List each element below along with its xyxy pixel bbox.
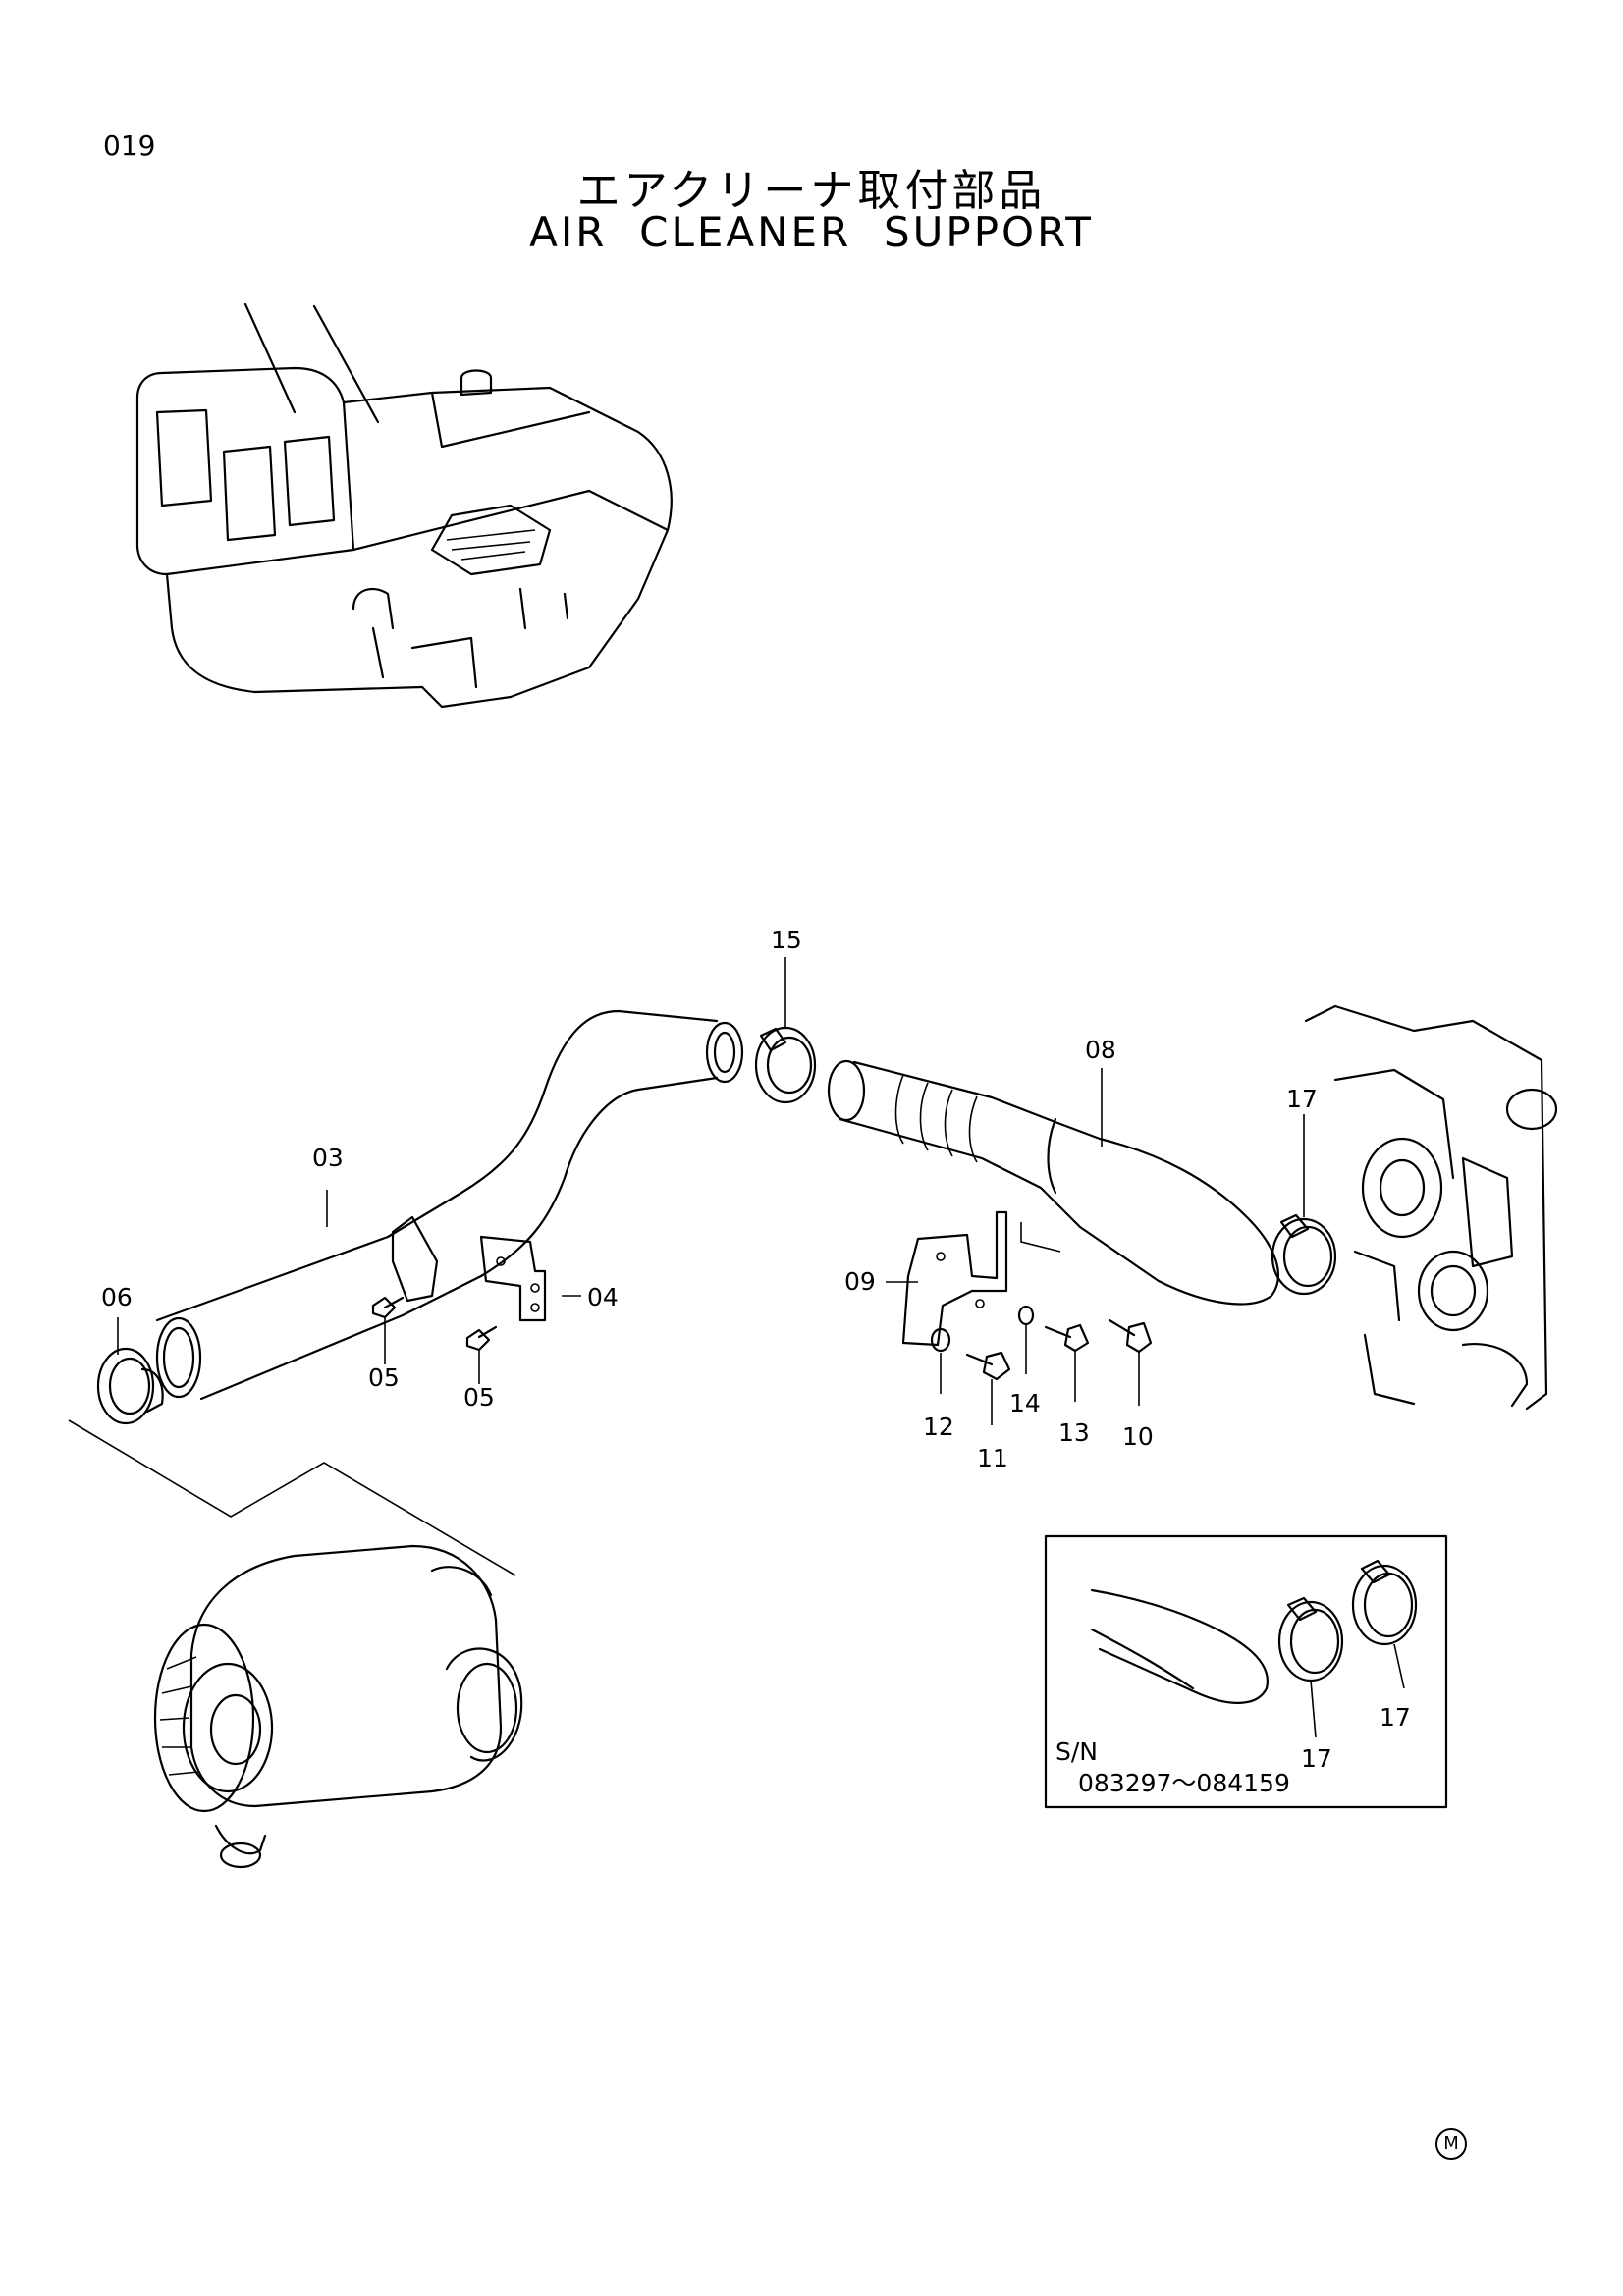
bolt-11: [965, 1351, 1011, 1381]
page-number: 019: [103, 130, 156, 162]
air-cleaner-illustration: [153, 1544, 523, 1869]
engine-illustration: [1304, 1004, 1558, 1411]
inset-hose-illustration: [1090, 1588, 1269, 1704]
callout-05a: 05: [368, 1363, 400, 1392]
bolt-13: [1044, 1323, 1090, 1353]
callout-15: 15: [771, 926, 802, 954]
corner-mark: M: [1435, 2128, 1467, 2160]
title-japanese: エアクリーナ取付部品: [576, 166, 1047, 216]
inset-callout-17a: 17: [1301, 1744, 1332, 1773]
callout-17: 17: [1286, 1085, 1318, 1113]
callout-10: 10: [1122, 1422, 1154, 1451]
hose-clamp-17: [1271, 1213, 1337, 1296]
callout-06: 06: [101, 1283, 133, 1311]
callout-leaders: [117, 957, 1405, 1738]
excavator-overview-illustration: [135, 302, 673, 709]
bolt-05b: [465, 1325, 498, 1352]
callout-03: 03: [312, 1144, 344, 1172]
inset-serial-range: 083297～084159: [1078, 1769, 1290, 1797]
air-cleaner-leader: [68, 1419, 516, 1576]
bolt-05a: [371, 1296, 405, 1319]
callout-14: 14: [1009, 1389, 1041, 1417]
callout-05b: 05: [463, 1383, 495, 1412]
washer-12: [930, 1327, 951, 1353]
hose-clamp-15: [754, 1026, 817, 1104]
bracket-04: [391, 1215, 547, 1322]
callout-13: 13: [1058, 1418, 1090, 1447]
callout-11: 11: [977, 1444, 1008, 1472]
lock-washer-14: [1017, 1305, 1035, 1326]
bracket-09: [901, 1210, 1061, 1347]
title-english: AIR CLEANER SUPPORT: [529, 208, 1094, 256]
intake-hose-03: [155, 1009, 744, 1401]
inset-sn-label: S/N: [1055, 1737, 1098, 1766]
bolt-10: [1108, 1318, 1153, 1354]
inset-callout-17b: 17: [1380, 1703, 1411, 1732]
inset-clamp-b: [1351, 1559, 1418, 1646]
callout-12: 12: [923, 1413, 954, 1441]
hose-clamp-06: [96, 1347, 164, 1425]
callout-09: 09: [844, 1267, 876, 1296]
inset-clamp-a: [1277, 1596, 1344, 1682]
intake-hose-08: [827, 1059, 1279, 1306]
callout-04: 04: [587, 1283, 619, 1311]
inset-frame: [1044, 1534, 1448, 1809]
callout-08: 08: [1085, 1036, 1116, 1064]
